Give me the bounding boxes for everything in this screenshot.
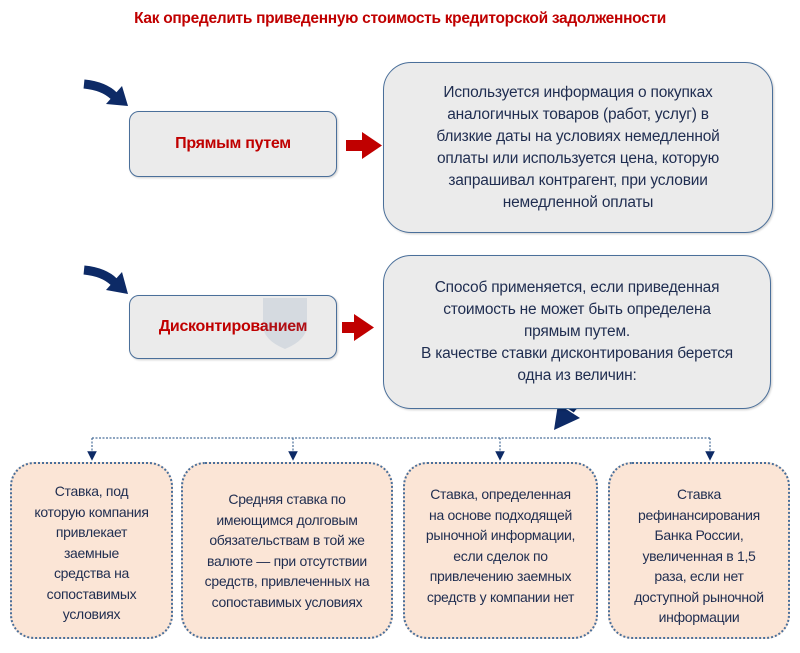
method-discounting-description: Способ применяется, если приведенная сто… bbox=[383, 255, 771, 409]
diagram-title: Как определить приведенную стоимость кре… bbox=[134, 10, 666, 27]
method-discounting: Дисконтированием bbox=[129, 295, 337, 359]
red-arrow-icon-2 bbox=[342, 314, 374, 341]
method-direct: Прямым путем bbox=[129, 111, 337, 177]
curved-arrow-icon-1 bbox=[83, 79, 128, 106]
branch-lines bbox=[87, 437, 715, 461]
option-box-4: Ставка рефинансирования Банка России, ув… bbox=[608, 462, 790, 639]
option-box-1: Ставка, под которую компания привлекает … bbox=[10, 462, 173, 639]
option-box-3: Ставка, определенная на основе подходяще… bbox=[403, 462, 598, 639]
curved-arrow-icon-2 bbox=[83, 265, 128, 294]
red-arrow-icon-1 bbox=[346, 132, 382, 159]
method-direct-description: Используется информация о покупках анало… bbox=[383, 62, 773, 233]
option-box-2: Средняя ставка по имеющимся долговым обя… bbox=[181, 462, 393, 639]
